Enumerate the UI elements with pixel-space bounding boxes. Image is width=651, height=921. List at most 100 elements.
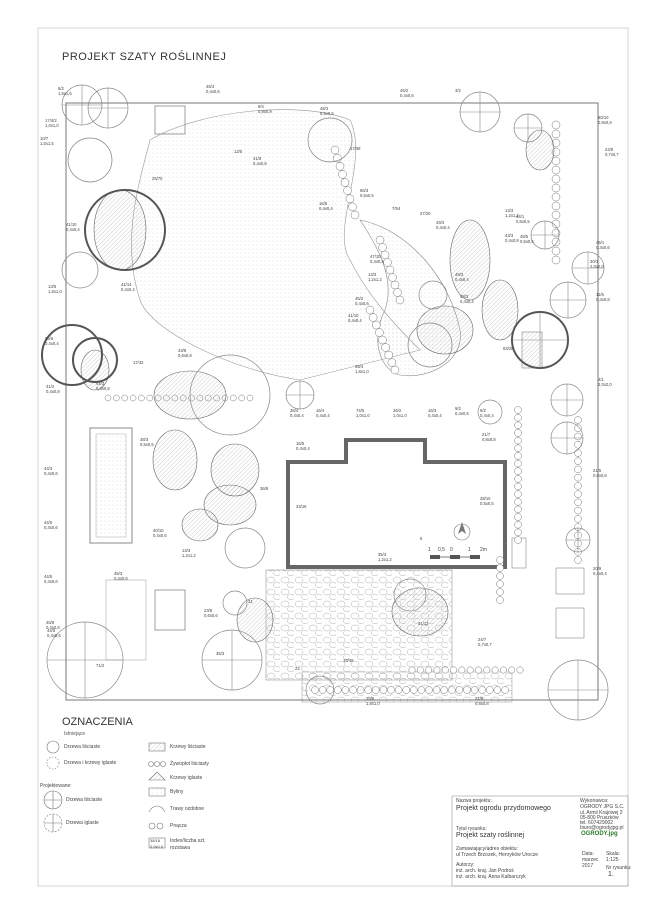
hedge-shrub [385,265,395,275]
shrub-cluster [236,597,274,643]
sheet-title: PROJEKT SZATY ROŚLINNEJ [62,51,227,63]
tb-investor-label: Zamawiający/adres obiektu: [456,846,518,852]
hedge-shrub [514,459,522,468]
legend-symbol-label: Byliny [170,789,184,795]
existing-tree [67,137,113,183]
hedge-shrub [514,513,522,521]
hedge-shrub [335,162,345,171]
trees [41,84,609,721]
hedge-shrub [551,120,561,130]
hedge-shrub [129,394,137,402]
plant-label: 7/54 [392,206,401,211]
scale-bar [430,522,480,559]
plant-label: 63/28 [503,346,514,351]
scale-tick-label: 0,5 [438,547,445,553]
bench-south [154,589,186,631]
legend-index-example-top: 38/18 [150,838,161,843]
hedge-shrub [574,482,582,490]
existing-tree [84,189,166,271]
shrub-clusters [80,129,555,643]
hedge-shrub [551,174,561,184]
existing-tree [189,354,271,436]
hedge-shrub [379,686,388,694]
hedge-shrub [466,666,474,674]
hedge-shrub [372,320,381,330]
hedge-shrub [410,686,418,694]
hedge-shrub [491,666,499,674]
hedge-shrub [514,406,522,414]
pergola-west-inner [95,433,127,538]
plant-label: 12/5 [234,149,243,154]
hedge-shrub [343,186,352,195]
hedge-shrub [514,444,522,452]
legend-existing-conifer: Drzewa i krzewy iglaste [64,760,117,766]
legend-designed-conifer: Drzewa iglaste [66,820,99,826]
hedge-shrub [113,394,120,402]
hedge-shrub [455,686,464,694]
hedge-shrub [574,556,582,564]
existing-tree [305,675,335,705]
hedge-shrub [486,686,494,694]
hedge-shrub [574,449,582,457]
hedge-shrub [387,358,397,367]
hedge-shrub [501,686,509,694]
hedge-shrub [121,394,128,402]
hedge-shrub [514,528,522,537]
hedge-shrub [574,506,582,515]
tb-author: inż. arch. kraj. Anna Kalbarczyk [456,874,526,880]
legend-index-label2: rozstawa [170,845,191,851]
tb-investor: ul Trzech Brzozek, Henryków Urocze [456,852,538,858]
legend-existing-deciduous: Drzewa liściaste [64,744,101,750]
shed-east [521,331,543,369]
hedge-shrub [425,686,433,694]
hedge-shrub [551,255,561,265]
legend-symbol-label: Krzewy iglaste [170,775,203,781]
tb-author: inż. arch. kraj. Jan Podroś [456,868,514,874]
hedge-shrub [326,686,334,694]
legend-title: OZNACZENIA [62,716,133,728]
hedge-shrub [368,313,378,322]
hedge-shrub [330,145,340,155]
scale-tick-label: 0 [450,547,453,553]
shrub-cluster [203,484,257,526]
hedge-shrub [551,246,561,256]
tb-authors-label: Autorzy: [456,862,475,868]
shrub-cluster [525,129,555,171]
hedge-shrub [496,572,504,580]
existing-tree [418,280,448,310]
tb-date: 2017 [582,863,594,869]
hedge-shrub [514,452,522,460]
hedge-shrub [378,243,387,252]
shrub-cluster [80,349,110,391]
hedge-shrub [341,686,350,694]
hedge-shrub [574,498,582,507]
plant-label: 71/2 [96,663,105,668]
hedge-shrub [514,482,522,491]
legend-designed-heading: Projektowane: [40,783,72,789]
plant-label: 22 [295,666,300,671]
hedge-shrub [463,686,471,694]
hedge-shrub [574,490,582,498]
hedge-shrub [470,686,479,694]
